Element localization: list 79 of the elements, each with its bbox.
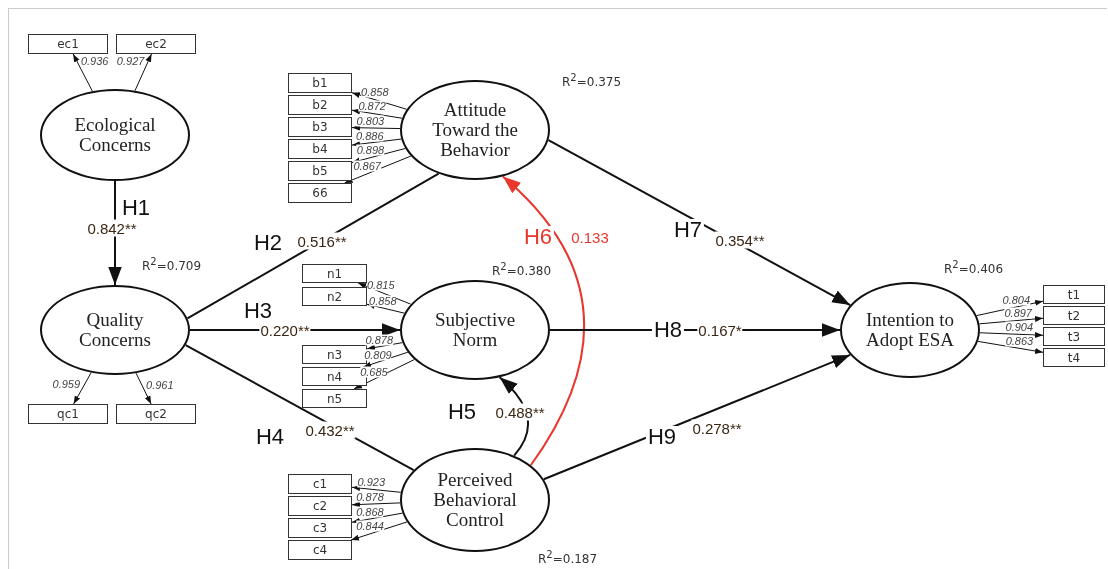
r-squared-label: R$^{2}$=0.406 xyxy=(944,259,1004,276)
loading-arrow xyxy=(134,53,152,92)
indicator-box: t3 xyxy=(1043,327,1105,346)
indicator-box: b2 xyxy=(288,95,352,115)
loading-arrow xyxy=(351,124,401,131)
latent-variable-ellipse: Attitude Toward the Behavior xyxy=(400,80,550,180)
loading-value: 0.904 xyxy=(1005,321,1034,333)
path-arrow xyxy=(542,353,852,481)
path-coefficient: 0.278** xyxy=(691,419,743,437)
path-coefficient: 0.432** xyxy=(304,421,356,439)
loading-value: 0.927 xyxy=(116,55,145,67)
loading-arrow xyxy=(135,372,152,405)
path-coefficient: 0.842** xyxy=(86,219,138,237)
indicator-box: 66 xyxy=(288,183,352,203)
latent-variable-ellipse: Subjective Norm xyxy=(400,280,550,380)
loading-value: 0.804 xyxy=(1002,294,1031,306)
indicator-box: b3 xyxy=(288,117,352,137)
loading-arrow xyxy=(351,138,402,148)
path-coefficient: 0.354** xyxy=(714,231,766,249)
loading-arrow xyxy=(979,331,1044,338)
loading-value: 0.685 xyxy=(360,366,388,377)
indicator-box: c1 xyxy=(288,474,352,494)
loading-value: 0.878 xyxy=(365,334,393,346)
loading-arrow xyxy=(350,521,408,541)
indicator-box: c4 xyxy=(288,540,352,560)
indicator-box: t4 xyxy=(1043,348,1105,367)
loading-arrow xyxy=(366,303,405,314)
loading-arrow xyxy=(351,501,401,508)
loading-arrow xyxy=(72,53,93,92)
loading-value: 0.923 xyxy=(357,476,386,488)
loading-arrow xyxy=(978,315,1044,325)
loading-value: 0.897 xyxy=(1004,307,1032,319)
loading-value: 0.858 xyxy=(369,295,397,307)
indicator-box: ec1 xyxy=(28,34,108,54)
loading-arrow xyxy=(73,372,92,405)
path-coefficient: 0.488** xyxy=(494,403,546,421)
indicator-box: b5 xyxy=(288,161,352,181)
loading-arrow xyxy=(351,108,403,119)
loading-value: 0.858 xyxy=(361,86,389,98)
indicator-box: c2 xyxy=(288,496,352,516)
loading-arrow xyxy=(977,340,1044,354)
indicator-box: qc2 xyxy=(116,404,196,424)
loading-value: 0.886 xyxy=(356,130,384,142)
loading-value: 0.803 xyxy=(356,115,385,127)
loading-value: 0.815 xyxy=(366,279,395,291)
indicator-box: n5 xyxy=(302,389,367,408)
indicator-box: ec2 xyxy=(116,34,196,54)
indicator-box: c3 xyxy=(288,518,352,538)
loading-value: 0.936 xyxy=(80,55,109,67)
indicator-box: n1 xyxy=(302,264,367,283)
loading-value: 0.878 xyxy=(356,491,384,503)
r-squared-label: R$^{2}$=0.380 xyxy=(492,261,552,278)
loading-value: 0.961 xyxy=(146,379,174,391)
loading-value: 0.959 xyxy=(52,378,81,390)
path-arrow xyxy=(501,175,585,467)
latent-variable-ellipse: Intention to Adopt ESA xyxy=(840,282,980,378)
loading-value: 0.844 xyxy=(356,520,384,532)
indicator-box: b1 xyxy=(288,73,352,93)
indicator-box: qc1 xyxy=(28,404,108,424)
indicator-box: t1 xyxy=(1043,285,1105,304)
loading-value: 0.898 xyxy=(356,144,385,156)
loading-value: 0.867 xyxy=(353,160,381,172)
indicator-box: n2 xyxy=(302,287,367,306)
latent-variable-ellipse: Ecological Concerns xyxy=(40,89,190,181)
loading-arrow xyxy=(351,147,406,164)
path-coefficient: 0.516** xyxy=(296,232,348,250)
loading-arrow xyxy=(344,155,412,184)
loading-value: 0.868 xyxy=(356,506,384,518)
path-arrow xyxy=(547,139,852,307)
r-squared-label: R$^{2}$=0.375 xyxy=(562,72,622,89)
loading-arrow xyxy=(351,485,402,493)
latent-variable-ellipse: Quality Concerns xyxy=(40,285,190,375)
indicator-box: t2 xyxy=(1043,306,1105,325)
indicator-box: b4 xyxy=(288,139,352,159)
r-squared-label: R$^{2}$=0.187 xyxy=(538,549,598,566)
loading-value: 0.872 xyxy=(358,100,386,112)
loading-value: 0.863 xyxy=(1005,335,1034,347)
r-squared-label: R$^{2}$=0.709 xyxy=(142,256,202,273)
loading-value: 0.809 xyxy=(364,349,392,361)
